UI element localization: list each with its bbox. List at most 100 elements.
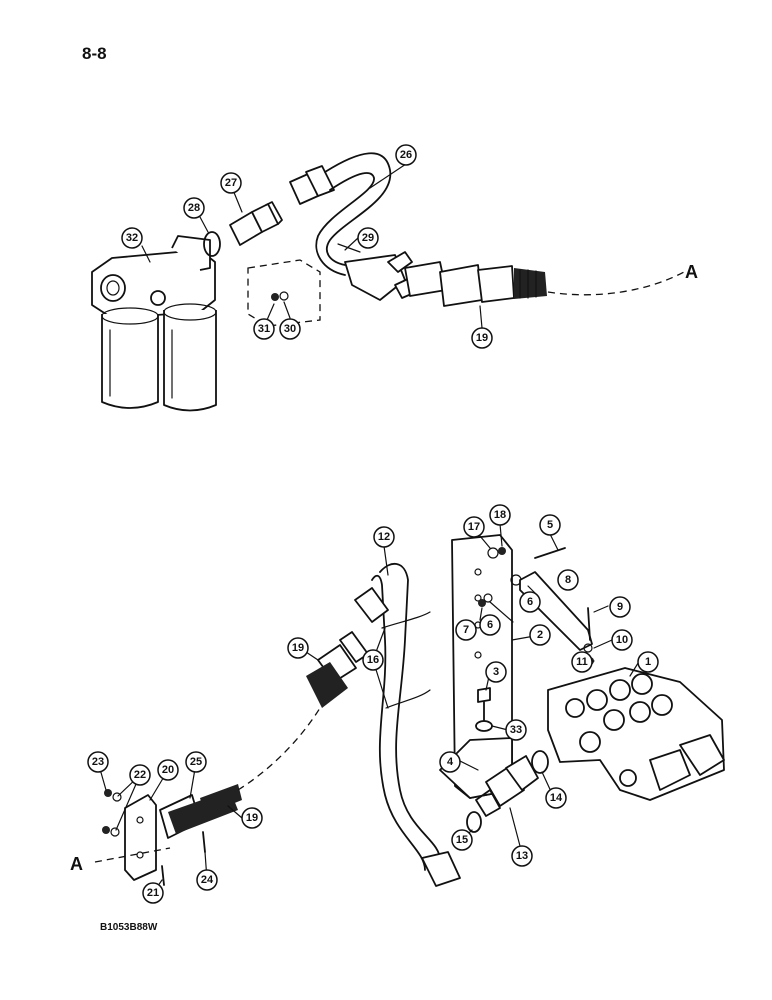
callout-23: 23 xyxy=(87,751,109,773)
washer-6-left xyxy=(483,593,493,603)
clamp-16-lower xyxy=(385,689,431,709)
hose-end-19-middle xyxy=(306,631,369,708)
callout-19-upper: 19 xyxy=(471,327,493,349)
callout-29: 29 xyxy=(357,227,379,249)
bolt-5 xyxy=(534,547,566,559)
svg-text:5: 5 xyxy=(547,519,553,531)
svg-text:19: 19 xyxy=(246,812,258,824)
callout-3: 3 xyxy=(485,661,507,683)
nut-18 xyxy=(498,547,506,555)
filter-assembly xyxy=(91,235,217,412)
hydraulic-tube-12 xyxy=(354,563,461,887)
svg-text:33: 33 xyxy=(510,724,522,736)
nut-7 xyxy=(478,599,486,607)
callout-22: 22 xyxy=(129,764,151,786)
svg-text:10: 10 xyxy=(616,634,628,646)
svg-text:23: 23 xyxy=(92,756,104,768)
svg-text:22: 22 xyxy=(134,769,146,781)
washer-22-lower xyxy=(110,827,120,837)
svg-text:9: 9 xyxy=(617,601,623,613)
callout-4: 4 xyxy=(439,751,461,773)
callout-33: 33 xyxy=(505,719,527,741)
o-ring-14 xyxy=(531,750,549,774)
callout-28: 28 xyxy=(183,197,205,219)
callout-31: 31 xyxy=(253,318,275,340)
callout-leaders xyxy=(97,163,641,894)
callout-25: 25 xyxy=(185,751,207,773)
bolt-9 xyxy=(587,607,591,641)
adapter-fitting-13 xyxy=(475,755,539,817)
svg-text:2: 2 xyxy=(537,629,543,641)
svg-text:17: 17 xyxy=(468,521,480,533)
callout-27: 27 xyxy=(220,172,242,194)
callout-21: 21 xyxy=(142,882,164,904)
hydraulic-tube-26 xyxy=(289,152,447,301)
callout-24: 24 xyxy=(196,869,218,891)
nut-23-upper xyxy=(104,789,112,797)
svg-text:27: 27 xyxy=(225,177,237,189)
hose-route-a-lower xyxy=(94,847,171,863)
svg-text:7: 7 xyxy=(463,624,469,636)
hose-route-lower xyxy=(237,707,321,791)
adapter-fitting-27 xyxy=(229,201,283,246)
svg-text:28: 28 xyxy=(188,202,200,214)
svg-text:24: 24 xyxy=(201,874,214,886)
callout-5: 5 xyxy=(539,514,561,536)
callout-20: 20 xyxy=(157,759,179,781)
callout-2: 2 xyxy=(529,624,551,646)
mounting-bracket-upper xyxy=(247,259,321,327)
callout-19-lower: 19 xyxy=(241,807,263,829)
washer-10 xyxy=(583,643,593,653)
control-valve-1 xyxy=(547,667,725,801)
callout-17: 17 xyxy=(463,516,485,538)
hose-route-a-upper xyxy=(547,271,685,296)
svg-text:32: 32 xyxy=(126,232,138,244)
callout-12: 12 xyxy=(373,526,395,548)
svg-text:11: 11 xyxy=(576,656,588,668)
callout-14: 14 xyxy=(545,787,567,809)
callout-32: 32 xyxy=(121,227,143,249)
svg-text:14: 14 xyxy=(550,792,563,804)
callout-30: 30 xyxy=(279,318,301,340)
svg-text:26: 26 xyxy=(400,149,412,161)
svg-text:18: 18 xyxy=(494,509,506,521)
callout-26: 26 xyxy=(395,144,417,166)
svg-text:25: 25 xyxy=(190,756,202,768)
callout-1: 1 xyxy=(637,651,659,673)
hose-end-19-upper xyxy=(439,264,547,307)
callout-15: 15 xyxy=(451,829,473,851)
svg-text:3: 3 xyxy=(493,666,499,678)
callout-6-right: 6 xyxy=(519,591,541,613)
nut-23-lower xyxy=(102,826,110,834)
callout-9: 9 xyxy=(609,596,631,618)
svg-text:6: 6 xyxy=(527,596,533,608)
clamp-16-upper xyxy=(381,611,431,629)
callout-11: 11 xyxy=(571,651,593,673)
bolt-24 xyxy=(202,831,206,853)
svg-text:8: 8 xyxy=(565,574,571,586)
callout-19-middle: 19 xyxy=(287,637,309,659)
svg-text:16: 16 xyxy=(367,654,379,666)
drawing-code: B1053B88W xyxy=(100,922,158,933)
callout-8: 8 xyxy=(557,569,579,591)
svg-text:31: 31 xyxy=(258,323,270,335)
washer-17 xyxy=(487,547,499,559)
callout-10: 10 xyxy=(611,629,633,651)
page-number: 8-8 xyxy=(82,44,107,63)
bolt-21 xyxy=(161,865,165,886)
svg-text:15: 15 xyxy=(456,834,468,846)
o-ring-15 xyxy=(466,811,482,833)
svg-text:30: 30 xyxy=(284,323,296,335)
callout-18: 18 xyxy=(489,504,511,526)
o-ring-28 xyxy=(203,231,221,257)
svg-text:20: 20 xyxy=(162,764,174,776)
washer-22-upper xyxy=(112,792,122,802)
svg-text:19: 19 xyxy=(292,642,304,654)
svg-text:19: 19 xyxy=(476,332,488,344)
svg-text:4: 4 xyxy=(447,756,454,768)
connection-letter-a-upper: A xyxy=(685,262,698,282)
callout-6-left: 6 xyxy=(479,614,501,636)
callout-13: 13 xyxy=(511,845,533,867)
